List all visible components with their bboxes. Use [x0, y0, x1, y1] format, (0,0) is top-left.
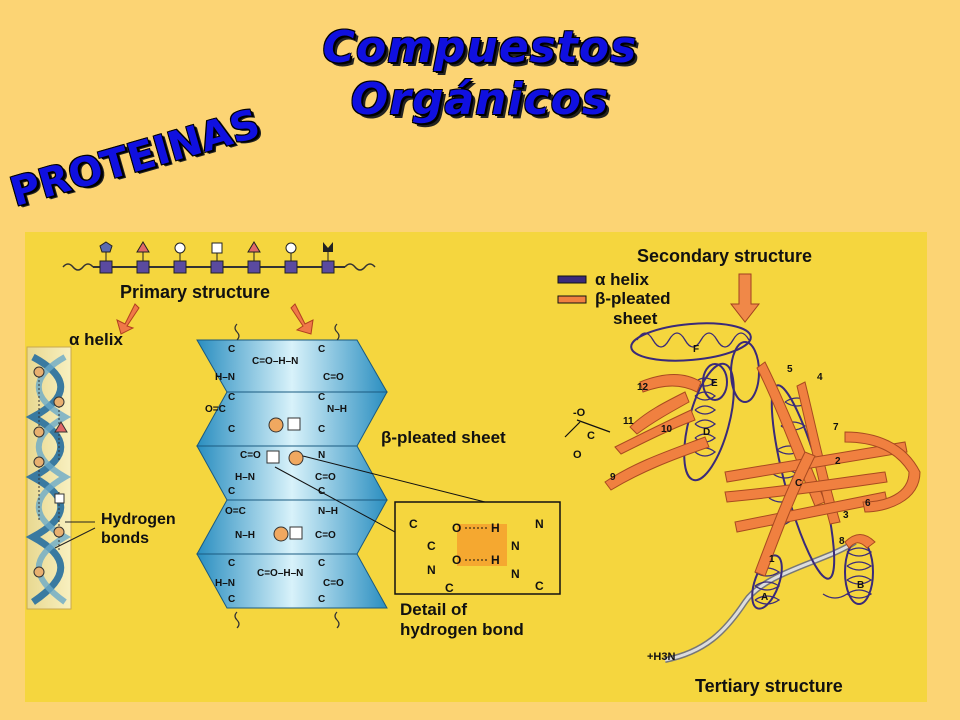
svg-text:N–H: N–H — [235, 530, 255, 541]
helix-label-b: B — [857, 580, 864, 591]
svg-text:C: C — [409, 517, 418, 531]
svg-text:O=C: O=C — [205, 404, 226, 415]
svg-text:H: H — [491, 553, 500, 567]
svg-text:C=O–H–N: C=O–H–N — [252, 356, 298, 367]
svg-text:N–H: N–H — [327, 404, 347, 415]
strand-label-3: 3 — [843, 510, 849, 521]
primary-structure-label: Primary structure — [120, 282, 271, 302]
strand-label-1: 1 — [769, 554, 775, 565]
svg-text:C: C — [228, 594, 235, 605]
helix-label-e: E — [711, 378, 718, 389]
strand-label-5: 5 — [787, 364, 793, 375]
svg-text:O: O — [452, 553, 461, 567]
svg-text:C=O: C=O — [240, 450, 261, 461]
strand-label-2: 2 — [835, 456, 841, 467]
svg-text:C=O: C=O — [323, 372, 344, 383]
title-line-2: Orgánicos — [350, 74, 610, 125]
svg-text:C: C — [318, 594, 325, 605]
svg-text:C: C — [228, 558, 235, 569]
c-terminus-label: -O — [573, 407, 586, 419]
svg-text:O: O — [452, 521, 461, 535]
c-terminus-c: C — [587, 430, 595, 442]
strand-label-11: 11 — [623, 416, 634, 427]
n-terminus-label: +H3N — [647, 651, 675, 663]
helix-label-a: A — [761, 592, 768, 603]
svg-text:C: C — [228, 344, 235, 355]
alpha-helix-label: α helix — [69, 330, 123, 349]
c-terminus-o: O — [573, 449, 582, 461]
svg-text:C: C — [535, 579, 544, 593]
svg-text:N: N — [535, 517, 544, 531]
primary-chain — [62, 241, 376, 274]
svg-text:C: C — [318, 558, 325, 569]
svg-text:C: C — [228, 486, 235, 497]
svg-text:O=C: O=C — [225, 506, 246, 517]
strand-label-7: 7 — [833, 422, 839, 433]
svg-text:H–N: H–N — [235, 472, 255, 483]
svg-text:C: C — [318, 392, 325, 403]
beta-sheet-label: β-pleated sheet — [381, 428, 506, 447]
svg-text:C: C — [427, 539, 436, 553]
svg-text:C=O: C=O — [323, 578, 344, 589]
svg-text:N: N — [511, 567, 520, 581]
strand-label-12: 12 — [637, 382, 649, 393]
svg-text:H: H — [491, 521, 500, 535]
svg-text:C: C — [445, 581, 454, 595]
strand-label-10: 10 — [661, 424, 673, 435]
tertiary-structure-drawing — [564, 322, 921, 663]
primary-arrows — [116, 303, 314, 335]
svg-text:C: C — [318, 486, 325, 497]
title-line-1: Compuestos — [322, 22, 638, 73]
svg-text:C: C — [318, 344, 325, 355]
svg-text:C: C — [318, 424, 325, 435]
svg-text:N: N — [427, 563, 436, 577]
svg-text:C=O–H–N: C=O–H–N — [257, 568, 303, 579]
svg-text:H–N: H–N — [215, 578, 235, 589]
helix-label-c: C — [795, 478, 802, 489]
svg-text:C: C — [228, 424, 235, 435]
strand-label-6: 6 — [865, 498, 871, 509]
svg-text:C=O: C=O — [315, 472, 336, 483]
strand-label-8: 8 — [839, 536, 845, 547]
svg-text:N: N — [511, 539, 520, 553]
svg-text:N–H: N–H — [318, 506, 338, 517]
legend-alpha-label: α helix — [595, 270, 649, 289]
helix-label-d: D — [703, 427, 710, 438]
alpha-helix-drawing — [25, 346, 96, 610]
svg-text:N: N — [318, 450, 325, 461]
tertiary-markers: A B C D E F 1 2 3 4 5 6 7 8 9 10 11 12 — [610, 344, 871, 603]
strand-label-4: 4 — [817, 372, 823, 383]
svg-text:H–N: H–N — [215, 372, 235, 383]
svg-text:C=O: C=O — [315, 530, 336, 541]
svg-text:C: C — [228, 392, 235, 403]
helix-label-f: F — [693, 344, 699, 355]
secondary-structure-label: Secondary structure — [637, 246, 813, 266]
secondary-legend — [557, 273, 761, 323]
strand-label-9: 9 — [610, 472, 616, 483]
tertiary-structure-label: Tertiary structure — [695, 676, 843, 696]
